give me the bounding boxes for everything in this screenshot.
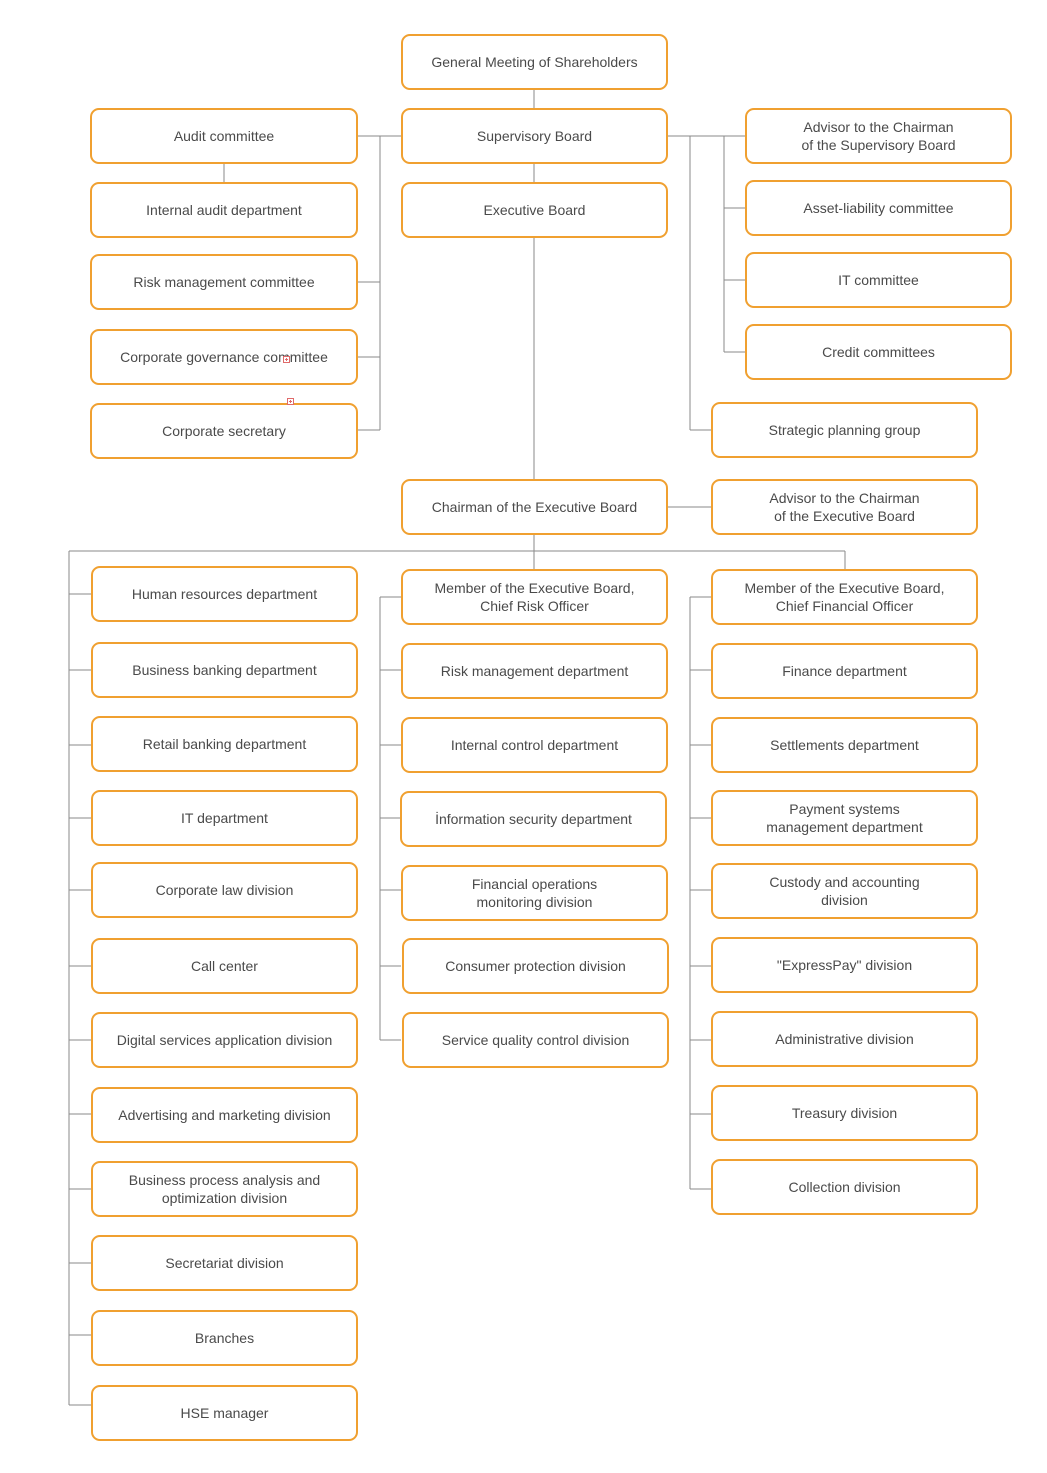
box-chairman-executive: Chairman of the Executive Board (401, 479, 668, 535)
box-it-committee: IT committee (745, 252, 1012, 308)
box-business-banking: Business banking department (91, 642, 358, 698)
box-hse-manager: HSE manager (91, 1385, 358, 1441)
box-finance-department: Finance department (711, 643, 978, 699)
box-supervisory-board: Supervisory Board (401, 108, 668, 164)
box-payment-systems: Payment systems management department (711, 790, 978, 846)
box-risk-management-committee: Risk management committee (90, 254, 358, 310)
box-custody-accounting: Custody and accounting division (711, 863, 978, 919)
box-treasury: Treasury division (711, 1085, 978, 1141)
box-information-security: İnformation security department (400, 791, 667, 847)
box-secretariat: Secretariat division (91, 1235, 358, 1291)
box-administrative: Administrative division (711, 1011, 978, 1067)
box-risk-management-department: Risk management department (401, 643, 668, 699)
box-business-process: Business process analysis and optimizati… (91, 1161, 358, 1217)
box-strategic-planning-group: Strategic planning group (711, 402, 978, 458)
box-corporate-secretary: Corporate secretary (90, 403, 358, 459)
box-service-quality: Service quality control division (402, 1012, 669, 1068)
box-internal-audit-department: Internal audit department (90, 182, 358, 238)
box-advisor-executive: Advisor to the Chairman of the Executive… (711, 479, 978, 535)
box-expresspay: "ExpressPay" division (711, 937, 978, 993)
box-settlements: Settlements department (711, 717, 978, 773)
box-audit-committee: Audit committee (90, 108, 358, 164)
box-advisor-supervisory: Advisor to the Chairman of the Superviso… (745, 108, 1012, 164)
box-executive-board: Executive Board (401, 182, 668, 238)
box-it-department: IT department (91, 790, 358, 846)
box-collection: Collection division (711, 1159, 978, 1215)
box-corporate-law: Corporate law division (91, 862, 358, 918)
edit-marker-icon (287, 398, 294, 405)
box-cro: Member of the Executive Board, Chief Ris… (401, 569, 668, 625)
box-credit-committees: Credit committees (745, 324, 1012, 380)
box-consumer-protection: Consumer protection division (402, 938, 669, 994)
edit-marker-icon (283, 356, 290, 363)
box-human-resources: Human resources department (91, 566, 358, 622)
box-financial-operations: Financial operations monitoring division (401, 865, 668, 921)
box-digital-services: Digital services application division (91, 1012, 358, 1068)
box-corporate-governance-committee: Corporate governance committee (90, 329, 358, 385)
box-cfo: Member of the Executive Board, Chief Fin… (711, 569, 978, 625)
box-general-meeting: General Meeting of Shareholders (401, 34, 668, 90)
box-advertising-marketing: Advertising and marketing division (91, 1087, 358, 1143)
box-retail-banking: Retail banking department (91, 716, 358, 772)
box-call-center: Call center (91, 938, 358, 994)
box-internal-control: Internal control department (401, 717, 668, 773)
box-branches: Branches (91, 1310, 358, 1366)
box-asset-liability-committee: Asset-liability committee (745, 180, 1012, 236)
